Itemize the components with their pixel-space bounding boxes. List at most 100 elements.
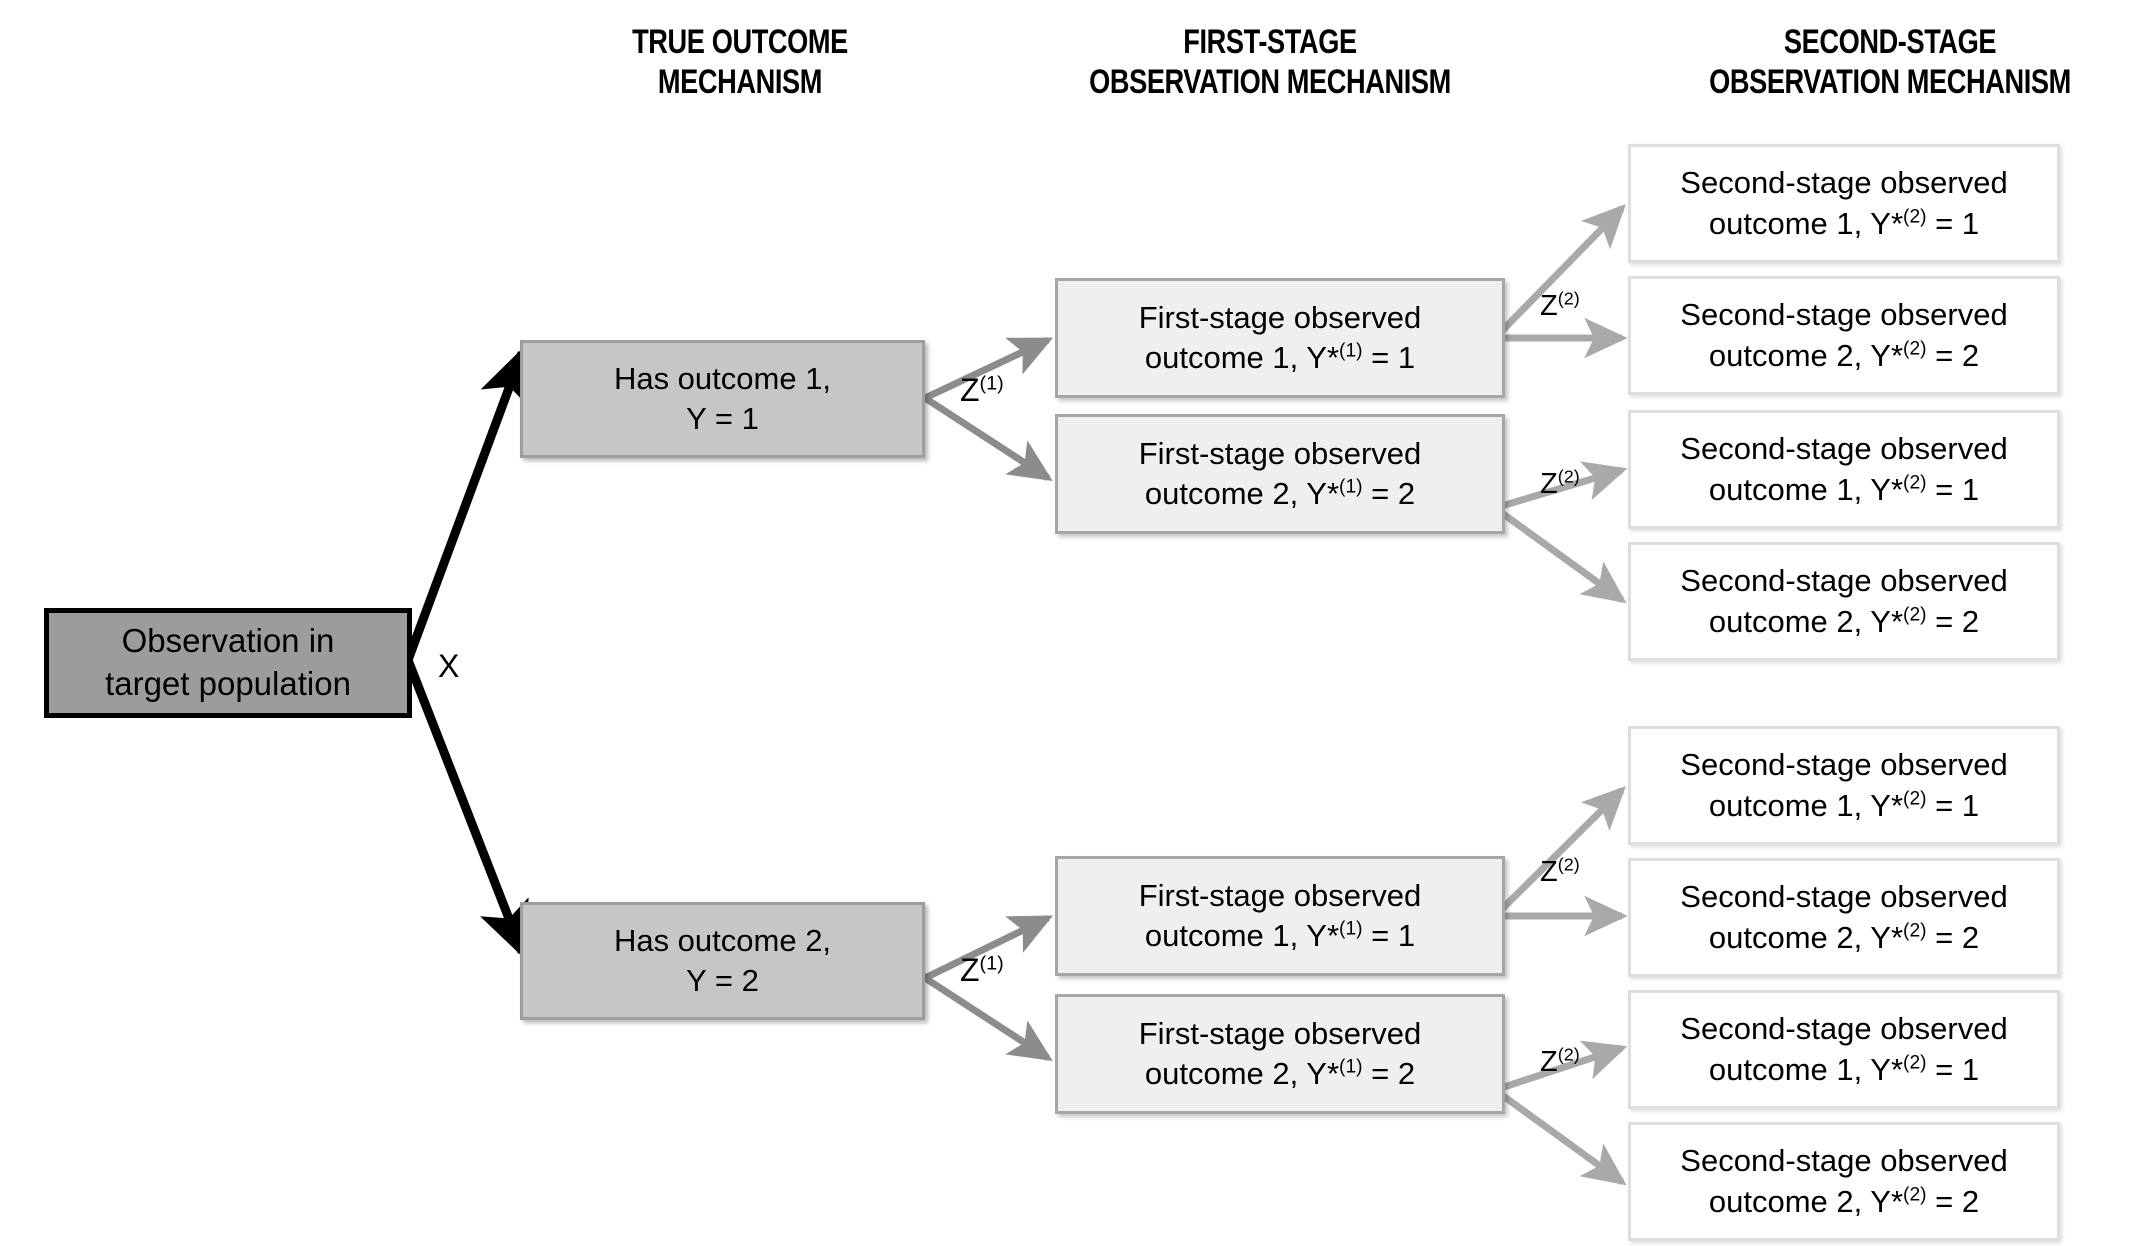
edge-label-z2-2: Z(2) <box>1540 466 1580 501</box>
first-stage-1-line1: First-stage observed <box>1138 299 1422 335</box>
second-stage-5-superscript: (2) <box>1903 788 1927 810</box>
second-stage-5-line1: Second-stage observed <box>1680 747 2008 783</box>
node-second-stage-3[interactable]: Second-stage observed outcome 1, Y*(2) = … <box>1628 410 2060 529</box>
second-stage-5-line2-post: = 1 <box>1926 787 1980 823</box>
edge-label-z2-3-superscript: (2) <box>1557 854 1580 875</box>
second-stage-1-line2-pre: outcome 1, Y* <box>1708 205 1904 241</box>
first-stage-4-line2-post: = 2 <box>1362 1056 1416 1091</box>
edge-label-z2-3: Z(2) <box>1540 854 1580 889</box>
node-second-stage-4[interactable]: Second-stage observed outcome 2, Y*(2) = … <box>1628 542 2060 661</box>
second-stage-6-text: Second-stage observed outcome 2, Y*(2) = … <box>1641 877 2047 958</box>
node-first-stage-3[interactable]: First-stage observed outcome 1, Y*(1) = 1 <box>1055 856 1505 976</box>
edge-label-z1-bottom-superscript: (1) <box>979 952 1004 975</box>
true-outcome-1-line1: Has outcome 1, <box>613 360 832 396</box>
true-outcome-1-line2: Y = 1 <box>686 401 759 436</box>
arrow-root-to-outcome1 <box>403 346 530 662</box>
true-outcome-2-line2: Y = 2 <box>686 963 759 998</box>
first-stage-3-text: First-stage observed outcome 1, Y*(1) = 1 <box>1068 876 1492 957</box>
edge-label-z2-1-superscript: (2) <box>1557 288 1580 309</box>
second-stage-4-line2-pre: outcome 2, Y* <box>1708 603 1904 639</box>
first-stage-1-line2-pre: outcome 1, Y* <box>1144 340 1340 375</box>
node-second-stage-6[interactable]: Second-stage observed outcome 2, Y*(2) = … <box>1628 858 2060 977</box>
second-stage-2-line1: Second-stage observed <box>1680 297 2008 333</box>
first-stage-3-line2-post: = 1 <box>1362 918 1416 953</box>
arrow-fs4-to-ss8 <box>1492 1087 1627 1186</box>
second-stage-4-text: Second-stage observed outcome 2, Y*(2) = … <box>1641 561 2047 642</box>
second-stage-8-superscript: (2) <box>1903 1184 1927 1206</box>
second-stage-1-superscript: (2) <box>1903 206 1927 228</box>
second-stage-4-line1: Second-stage observed <box>1680 563 2008 599</box>
first-stage-1-superscript: (1) <box>1339 340 1363 362</box>
edge-label-x: X <box>438 648 460 684</box>
second-stage-3-line1: Second-stage observed <box>1680 431 2008 467</box>
second-stage-3-line2-pre: outcome 1, Y* <box>1708 471 1904 507</box>
first-stage-4-line2-pre: outcome 2, Y* <box>1144 1056 1340 1091</box>
root-line2: target population <box>105 665 351 702</box>
second-stage-6-line2-pre: outcome 2, Y* <box>1708 919 1904 955</box>
arrow-outcome2-to-fs4 <box>923 975 1053 1062</box>
second-stage-3-superscript: (2) <box>1903 472 1927 494</box>
second-stage-6-superscript: (2) <box>1903 920 1927 942</box>
first-stage-2-line2-pre: outcome 2, Y* <box>1144 476 1340 511</box>
first-stage-3-superscript: (1) <box>1339 918 1363 940</box>
edge-label-z2-2-superscript: (2) <box>1557 466 1580 487</box>
second-stage-2-line2-pre: outcome 2, Y* <box>1708 337 1904 373</box>
second-stage-3-line2-post: = 1 <box>1926 471 1980 507</box>
arrow-root-to-outcome2 <box>403 658 529 959</box>
second-stage-7-line2-pre: outcome 1, Y* <box>1708 1051 1904 1087</box>
second-stage-6-line1: Second-stage observed <box>1680 879 2008 915</box>
root-line1: Observation in <box>121 622 335 660</box>
root-text: Observation in target population <box>59 620 397 706</box>
edge-label-z1-bottom-base: Z <box>960 952 980 988</box>
second-stage-2-superscript: (2) <box>1903 338 1927 360</box>
second-stage-1-line2-post: = 1 <box>1926 205 1980 241</box>
second-stage-2-line2-post: = 2 <box>1926 337 1980 373</box>
node-has-outcome-1[interactable]: Has outcome 1, Y = 1 <box>520 340 925 458</box>
edge-label-z2-4-base: Z <box>1540 1046 1558 1078</box>
edge-label-z1-top-base: Z <box>960 372 980 408</box>
second-stage-8-line1: Second-stage observed <box>1680 1143 2008 1179</box>
second-stage-4-superscript: (2) <box>1903 604 1927 626</box>
second-stage-4-line2-post: = 2 <box>1926 603 1980 639</box>
true-outcome-1-text: Has outcome 1, Y = 1 <box>533 359 912 440</box>
edge-label-z2-1: Z(2) <box>1540 288 1580 323</box>
edge-label-z2-1-base: Z <box>1540 290 1558 322</box>
first-stage-4-line1: First-stage observed <box>1138 1015 1422 1051</box>
first-stage-3-line2-pre: outcome 1, Y* <box>1144 918 1340 953</box>
column-header-true-outcome: TRUE OUTCOME MECHANISM <box>632 23 848 102</box>
edge-label-z2-2-base: Z <box>1540 468 1558 500</box>
node-has-outcome-2[interactable]: Has outcome 2,Y = 2 <box>520 902 925 1020</box>
second-stage-7-line2-post: = 1 <box>1926 1051 1980 1087</box>
edge-label-z1-bottom: Z(1) <box>960 952 1004 989</box>
edge-label-z2-4: Z(2) <box>1540 1044 1580 1079</box>
first-stage-3-line1: First-stage observed <box>1138 877 1422 913</box>
first-stage-2-line2-post: = 2 <box>1362 476 1416 511</box>
true-outcome-2-text: Has outcome 2,Y = 2 <box>533 921 912 1002</box>
node-observation-in-target-population[interactable]: Observation in target population <box>44 608 412 718</box>
node-second-stage-2[interactable]: Second-stage observed outcome 2, Y*(2) = … <box>1628 276 2060 395</box>
arrow-outcome1-to-fs2 <box>923 395 1053 482</box>
second-stage-8-line2-post: = 2 <box>1926 1183 1980 1219</box>
edge-label-z2-4-superscript: (2) <box>1557 1044 1580 1065</box>
edge-label-z2-3-base: Z <box>1540 856 1558 888</box>
arrow-fs2-to-ss4 <box>1492 505 1627 604</box>
edge-label-z1-top: Z(1) <box>960 372 1004 409</box>
column-header-first-stage: FIRST-STAGE OBSERVATION MECHANISM <box>1089 23 1451 102</box>
second-stage-6-line2-post: = 2 <box>1926 919 1980 955</box>
first-stage-2-line1: First-stage observed <box>1138 435 1422 471</box>
